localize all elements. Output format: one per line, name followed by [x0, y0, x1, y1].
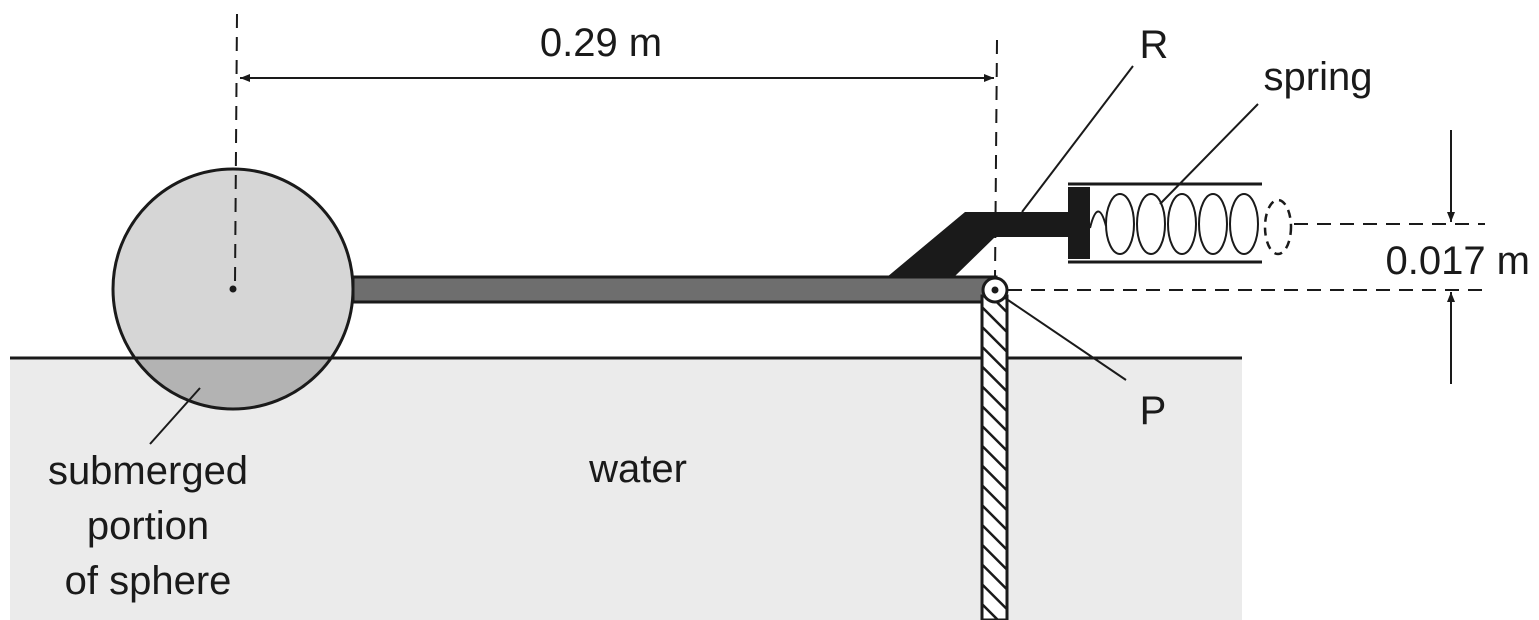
submerged-leader-line	[149, 387, 201, 445]
submerged-label-line-1: submerged	[48, 449, 248, 493]
lever-arm	[887, 212, 1075, 277]
p-label: P	[1140, 389, 1167, 433]
spring-end-dashed-coil	[1263, 198, 1293, 256]
pivot-centre-dot	[991, 286, 999, 294]
spring-end-plate	[1068, 187, 1090, 259]
water-label: water	[588, 447, 687, 491]
r-label: R	[1140, 23, 1169, 67]
vertical-distance-label: 0.017 m	[1385, 239, 1530, 283]
p-leader-line	[1004, 297, 1127, 381]
spring-label: spring	[1264, 55, 1373, 99]
submerged-portion	[134, 358, 332, 409]
submerged-label-line-2: portion	[87, 504, 209, 548]
lever-rod	[351, 275, 998, 304]
pivot-support-post	[980, 294, 1009, 620]
horizontal-distance-label: 0.29 m	[540, 21, 662, 65]
r-leader-line	[1021, 65, 1134, 213]
spring-leader-line	[1159, 103, 1259, 205]
sphere-centre-dot	[229, 285, 237, 293]
pivot-vertical-dashed-line	[994, 39, 998, 279]
submerged-label-line-3: of sphere	[65, 559, 232, 603]
spring-coil	[1089, 193, 1259, 255]
